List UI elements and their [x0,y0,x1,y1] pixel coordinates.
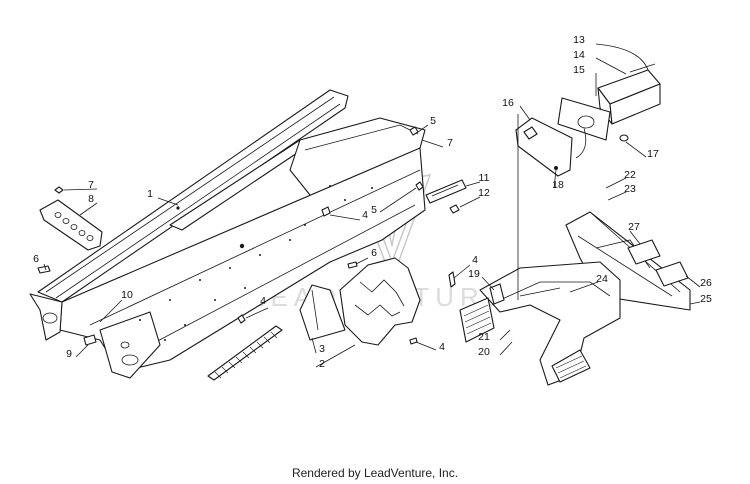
perforated-plate [39,199,103,251]
callout-1: 1 [147,188,153,200]
callout-11: 11 [479,172,490,184]
callout-15: 15 [573,64,585,76]
callout-4: 4 [439,341,445,353]
callout-4: 4 [260,295,266,307]
callout-18: 18 [552,179,564,191]
callout-19: 19 [468,268,480,280]
callout-23: 23 [624,183,636,195]
callout-8: 8 [88,193,94,205]
callout-4: 4 [362,209,368,221]
callout-25: 25 [700,293,712,305]
callout-4: 4 [472,254,478,266]
stud-rail [207,325,283,381]
callout-21: 21 [478,331,490,343]
callout-5: 5 [371,204,377,216]
callout-6: 6 [33,253,39,265]
callout-16: 16 [502,97,514,109]
leader-lines [43,43,701,368]
bracket-wavy [339,257,421,346]
callout-2: 2 [319,358,325,370]
callout-9: 9 [66,348,72,360]
callout-13: 13 [573,34,585,46]
callout-22: 22 [624,169,636,181]
rear-bumper [479,261,621,386]
callout-26: 26 [700,277,712,289]
callout-7: 7 [447,137,453,149]
bracket-left [299,284,346,341]
callout-5: 5 [430,115,436,127]
reflector [425,179,467,214]
callout-12: 12 [478,187,490,199]
callout-24: 24 [596,273,608,285]
callout-17: 17 [647,148,659,160]
callout-20: 20 [478,346,490,358]
taillight-assembly [515,63,661,177]
callout-6: 6 [371,247,377,259]
callout-3: 3 [319,343,325,355]
callout-10: 10 [121,289,133,301]
footer-credit: Rendered by LeadVenture, Inc. [291,466,459,480]
hardware-parts [37,126,456,346]
callout-27: 27 [628,221,640,233]
callout-7: 7 [88,179,94,191]
callout-14: 14 [573,49,585,61]
tunnel-part [29,89,426,379]
